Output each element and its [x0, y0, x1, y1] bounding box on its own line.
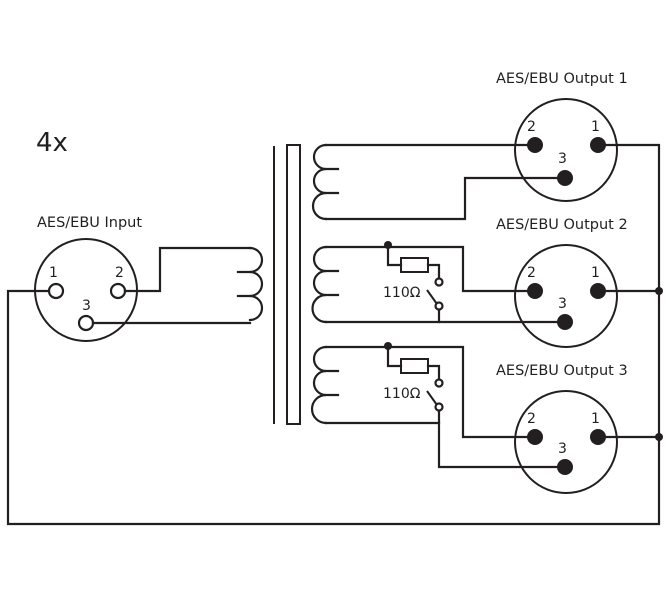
- switch-contact-bottom: [434, 402, 444, 412]
- input-pin-1: [47, 282, 65, 300]
- wire-term-3b: [426, 364, 441, 381]
- output-1-pin-2-label: 2: [527, 119, 536, 135]
- output-3-pin-2-label: 2: [527, 411, 536, 427]
- output-1-pin-2: [527, 137, 543, 153]
- wire-coil1-out1-pin3: [324, 176, 567, 221]
- transformer-core: [273, 144, 301, 425]
- coil-1-taps: [324, 167, 340, 195]
- output-2-pin-3-label: 3: [558, 296, 567, 312]
- wire-coil2-out2-pin2: [324, 245, 537, 293]
- primary-coil-taps: [236, 270, 252, 298]
- input-label: AES/EBU Input: [37, 215, 142, 231]
- output-3-pin-3-label: 3: [558, 441, 567, 457]
- coil-3: [310, 345, 328, 425]
- output-2-pin-3: [557, 314, 573, 330]
- switch-blade: [426, 289, 438, 305]
- secondary-coil-1: [311, 143, 567, 221]
- resistor-110-ohm: [400, 257, 429, 273]
- coil-3-taps: [324, 369, 340, 397]
- wire-term-2b: [426, 263, 441, 280]
- output-1-connector-body: [514, 98, 618, 202]
- resistor-label: 110Ω: [383, 386, 421, 402]
- wire-pin2-primary: [123, 246, 252, 293]
- secondary-coil-2: 110Ω: [311, 241, 567, 324]
- output-1-label: AES/EBU Output 1: [496, 71, 628, 87]
- output-3-pin-1-label: 1: [591, 411, 600, 427]
- output-1-pin-1-label: 1: [591, 119, 600, 135]
- output-3-pin-3: [557, 459, 573, 475]
- output-3-label: AES/EBU Output 3: [496, 363, 628, 379]
- junction-dot: [655, 433, 663, 441]
- core-bar: [286, 144, 301, 425]
- output-1-pin-3-label: 3: [558, 151, 567, 167]
- output-3-connector-body: [514, 390, 618, 494]
- ground-bus: [6, 143, 663, 526]
- switch-contact-bottom: [434, 301, 444, 311]
- output-1-pin-3: [557, 170, 573, 186]
- input-pin-2-label: 2: [115, 265, 124, 281]
- output-connector-1: AES/EBU Output 1 2 1 3: [496, 71, 628, 202]
- input-pin-2: [109, 282, 127, 300]
- switch-blade: [426, 390, 438, 406]
- output-2-pin-2: [527, 283, 543, 299]
- output-2-pin-2-label: 2: [527, 265, 536, 281]
- primary-coil: [248, 246, 264, 322]
- input-pin-1-label: 1: [49, 265, 58, 281]
- resistor-110-ohm: [400, 358, 429, 374]
- resistor-label: 110Ω: [383, 285, 421, 301]
- output-2-pin-1-label: 1: [591, 265, 600, 281]
- secondary-coil-3: 110Ω: [310, 342, 567, 469]
- output-2-label: AES/EBU Output 2: [496, 217, 628, 233]
- switch-contact-top: [434, 378, 444, 388]
- output-2-connector-body: [514, 244, 618, 348]
- coil-2: [311, 245, 328, 324]
- wire-coil3-out3-pin3: [324, 421, 567, 469]
- primary-wiring: [91, 246, 264, 325]
- junction-dot: [655, 287, 663, 295]
- switch-contact-top: [434, 277, 444, 287]
- wire-term-2a: [386, 243, 403, 267]
- input-pin-3-label: 3: [82, 298, 91, 314]
- wire-term-3a: [386, 344, 403, 368]
- wire-coil3-out3-pin2: [324, 345, 537, 439]
- input-pin-3: [77, 314, 95, 332]
- output-3-pin-2: [527, 429, 543, 445]
- coil-2-taps: [324, 269, 340, 297]
- output-connector-3: AES/EBU Output 3 2 1 3: [496, 363, 628, 494]
- output-connector-2: AES/EBU Output 2 2 1 3: [496, 217, 628, 348]
- quantity-label: 4x: [36, 128, 68, 158]
- coil-1: [311, 143, 328, 221]
- ground-wire: [6, 143, 661, 526]
